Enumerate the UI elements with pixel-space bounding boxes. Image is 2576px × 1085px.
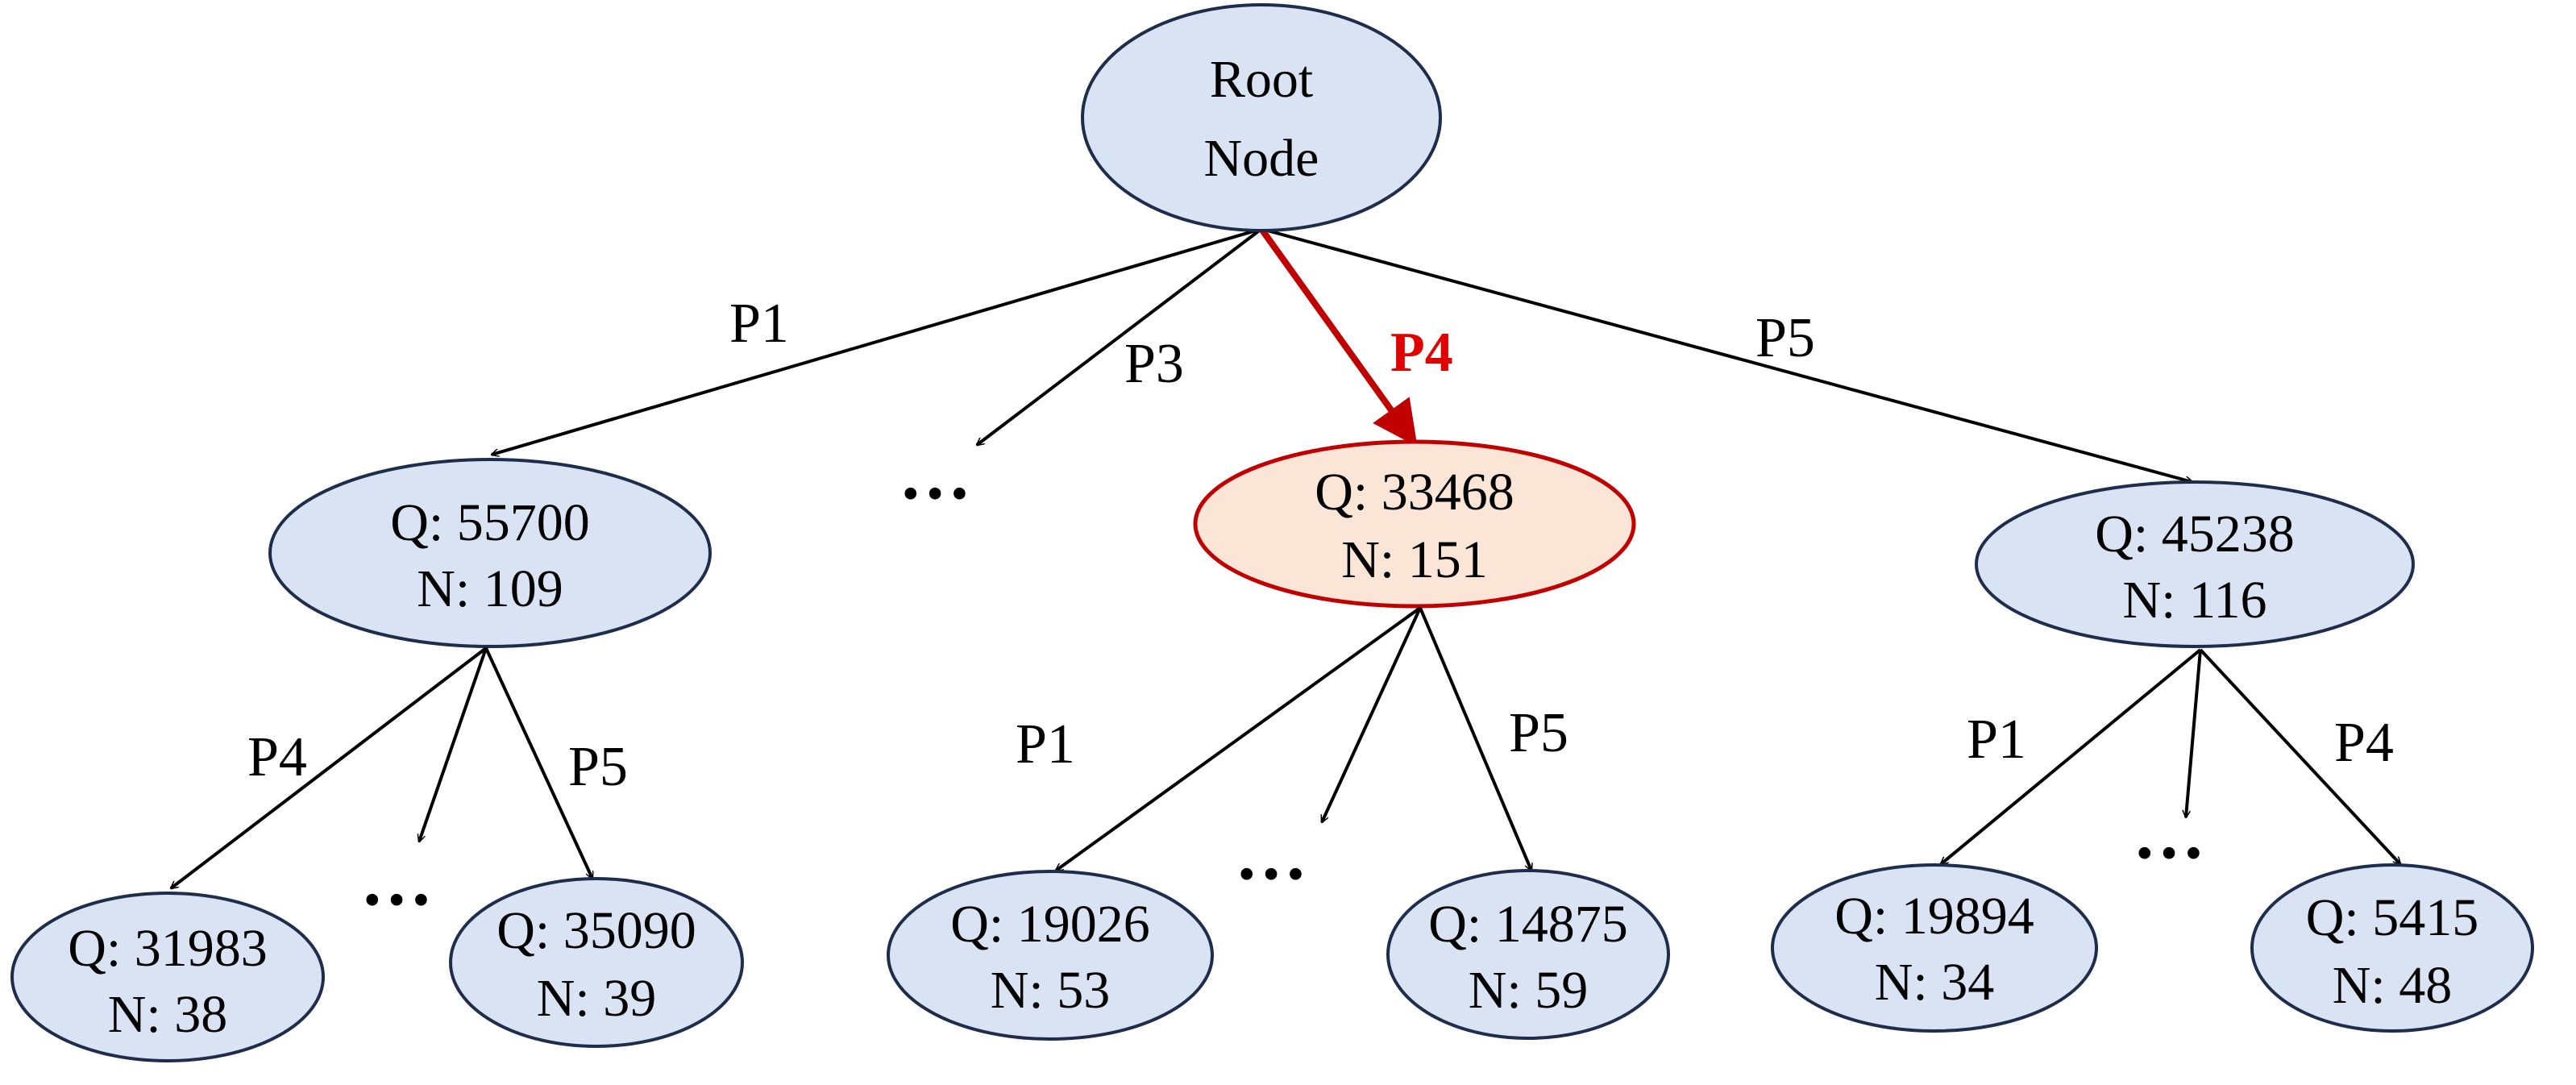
ellipsis-level1: … [899, 434, 971, 514]
root-node-line1: Root [1210, 50, 1313, 109]
edge-p5-p1 [1941, 648, 2202, 864]
edge-p5-mid [2186, 649, 2202, 817]
node-p1-p4-q: Q: 31983 [68, 919, 268, 978]
edge-label-p1-p4: P4 [247, 726, 307, 788]
node-p5-p1-n: N: 34 [1875, 953, 1995, 1012]
edge-p1-mid [419, 647, 488, 842]
node-p1-q: Q: 55700 [390, 493, 590, 552]
edge-p1-p5 [484, 647, 594, 879]
edge-root-p4 [1258, 227, 1418, 447]
root-node-line2: Node [1204, 129, 1319, 188]
edge-root-p3 [977, 227, 1263, 445]
node-p5-p4-q: Q: 5415 [2306, 888, 2479, 947]
ellipsis-under-p5: … [2133, 794, 2205, 874]
node-p5-q: Q: 45238 [2095, 505, 2295, 563]
node-p4-p1: Q: 19026 N: 53 [887, 870, 1214, 1041]
root-node: Root Node [1081, 3, 1442, 232]
node-p4-q: Q: 33468 [1315, 463, 1514, 522]
node-p5-p1: Q: 19894 N: 34 [1771, 863, 2098, 1033]
edge-p5-p4 [2199, 648, 2400, 864]
edge-p1-p4 [171, 646, 488, 888]
edge-p4-mid [1320, 607, 1422, 822]
edge-label-p1: P1 [729, 293, 789, 355]
node-p5-p4: Q: 5415 N: 48 [2250, 863, 2534, 1033]
edge-label-p4-p1: P1 [1016, 713, 1075, 775]
edge-label-p3: P3 [1124, 333, 1184, 395]
node-p4-selected: Q: 33468 N: 151 [1193, 439, 1636, 609]
node-p1-p4-n: N: 38 [108, 985, 228, 1044]
node-p1: Q: 55700 N: 109 [268, 458, 712, 648]
edge-label-p5-p1: P1 [1967, 709, 2026, 771]
edge-label-p5-p4: P4 [2334, 712, 2394, 774]
node-p5: Q: 45238 N: 116 [1975, 480, 2415, 648]
node-p1-p5: Q: 35090 N: 39 [449, 877, 744, 1048]
edge-label-p4: P4 [1390, 322, 1453, 384]
node-p5-p1-q: Q: 19894 [1834, 887, 2034, 946]
edge-label-p5: P5 [1755, 307, 1815, 369]
node-p4-n: N: 151 [1341, 530, 1488, 589]
edge-root-p5 [1261, 227, 2192, 482]
edge-label-p4-p5: P5 [1509, 702, 1568, 764]
ellipsis-under-p1: … [360, 841, 433, 921]
node-p4-p1-n: N: 53 [991, 961, 1111, 1020]
node-p5-p4-n: N: 48 [2333, 956, 2453, 1015]
node-p4-p5-n: N: 59 [1469, 961, 1589, 1020]
ellipsis-under-p4: … [1235, 815, 1307, 895]
node-p1-p5-q: Q: 35090 [497, 901, 696, 960]
node-p1-n: N: 109 [417, 559, 563, 618]
node-p4-p5-q: Q: 14875 [1428, 895, 1628, 954]
node-p4-p1-q: Q: 19026 [950, 895, 1150, 954]
node-p1-p4: Q: 31983 N: 38 [10, 892, 325, 1062]
edge-label-p1-p5: P5 [568, 736, 628, 798]
edge-p4-p5 [1419, 607, 1531, 871]
edge-root-p1 [492, 227, 1262, 455]
edge-p4-p1 [1056, 606, 1422, 872]
node-p1-p5-n: N: 39 [537, 969, 657, 1028]
node-p5-n: N: 116 [2122, 571, 2266, 630]
node-p4-p5: Q: 14875 N: 59 [1386, 869, 1670, 1040]
